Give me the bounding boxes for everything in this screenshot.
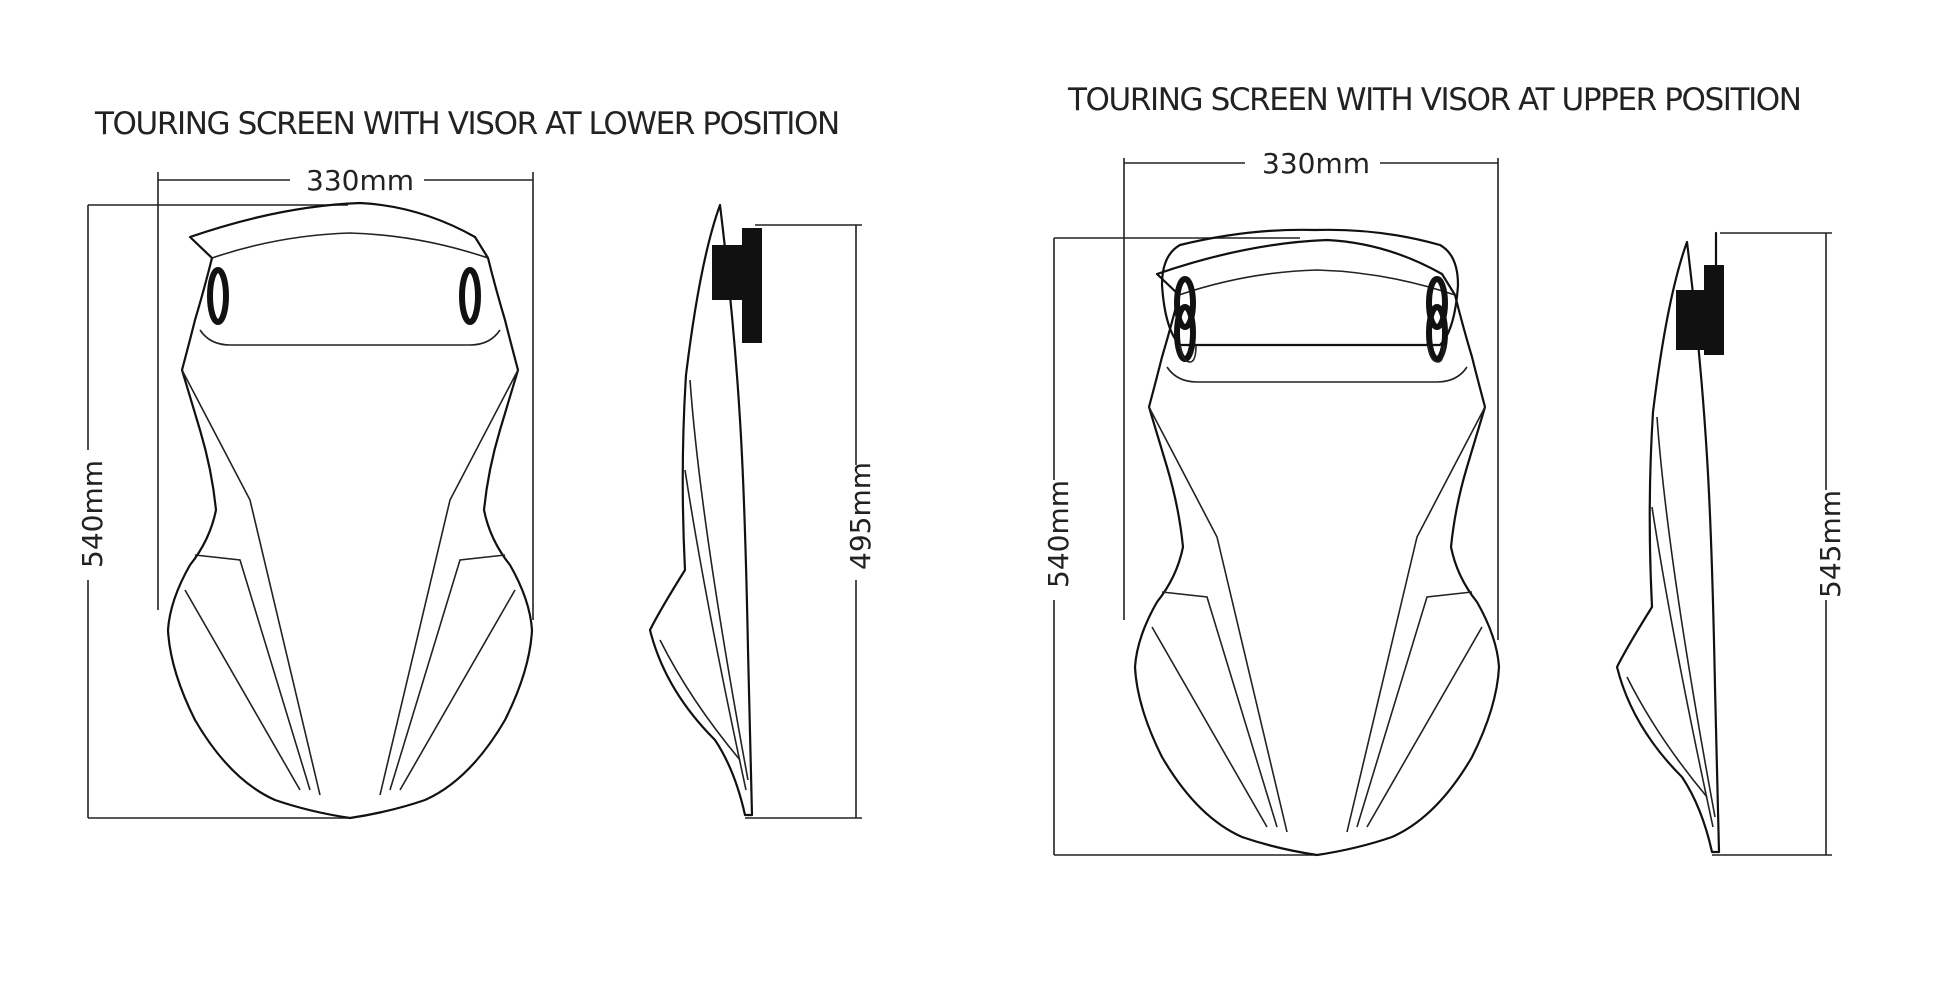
left-panel: TOURING SCREEN WITH VISOR AT LOWER POSIT… bbox=[76, 106, 877, 818]
right-screen-side-view bbox=[1615, 231, 1724, 854]
right-front-height-label: 540mm bbox=[1042, 480, 1075, 588]
right-raised-visor bbox=[1160, 228, 1460, 347]
left-width-label: 330mm bbox=[306, 164, 414, 197]
left-side-height-dimension: 495mm bbox=[745, 224, 877, 819]
right-side-height-label: 545mm bbox=[1814, 490, 1847, 598]
left-width-dimension: 330mm bbox=[157, 164, 534, 620]
left-screen-front-view bbox=[168, 203, 532, 818]
right-front-height-dimension: 540mm bbox=[1042, 237, 1315, 856]
left-front-height-dimension: 540mm bbox=[76, 204, 348, 819]
left-screen-side-view bbox=[648, 203, 762, 817]
left-panel-title: TOURING SCREEN WITH VISOR AT LOWER POSIT… bbox=[94, 106, 839, 142]
right-width-label: 330mm bbox=[1262, 147, 1370, 180]
right-side-height-dimension: 545mm bbox=[1712, 232, 1847, 856]
right-width-dimension: 330mm bbox=[1123, 147, 1499, 640]
right-screen-front-view bbox=[1135, 228, 1499, 855]
right-visor-mount bbox=[1676, 290, 1704, 350]
right-panel: TOURING SCREEN WITH VISOR AT UPPER POSIT… bbox=[1042, 82, 1847, 855]
left-side-height-label: 495mm bbox=[844, 462, 877, 570]
left-front-height-label: 540mm bbox=[76, 460, 109, 568]
right-panel-title: TOURING SCREEN WITH VISOR AT UPPER POSIT… bbox=[1067, 82, 1801, 118]
left-visor-mount bbox=[712, 245, 742, 300]
